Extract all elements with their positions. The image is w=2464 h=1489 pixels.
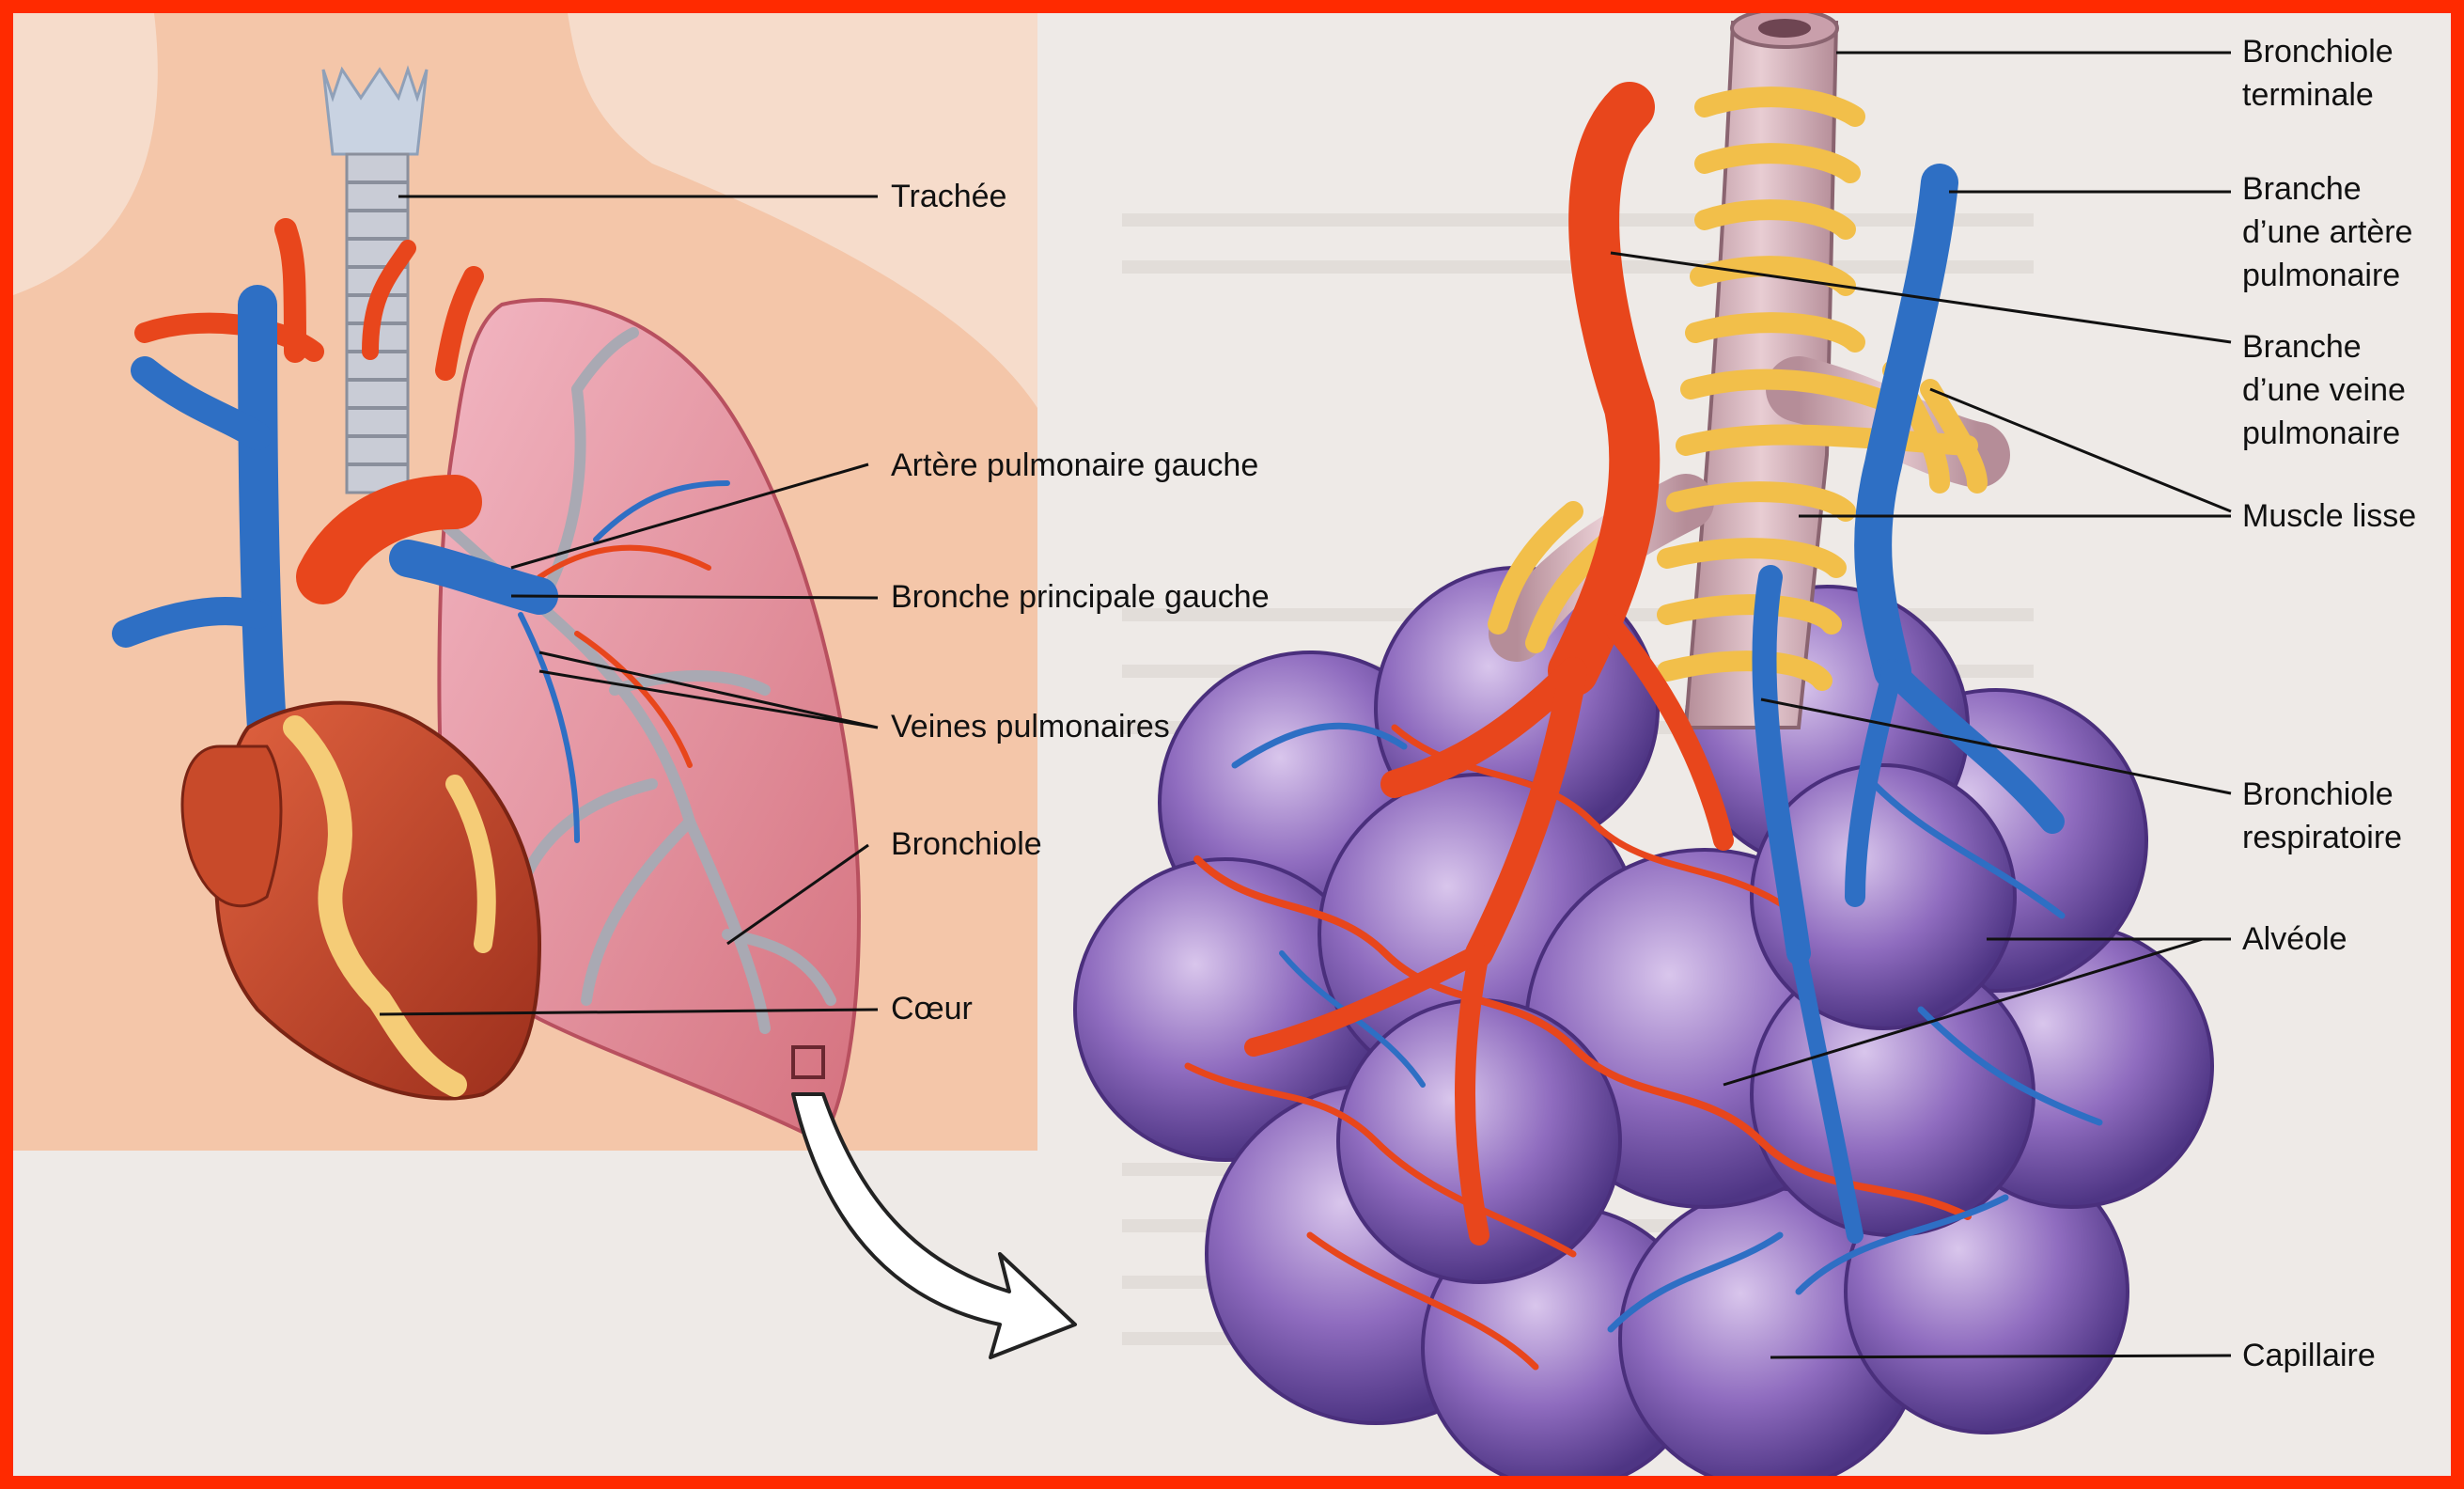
label-trachee: Trachée [891, 175, 1006, 218]
label-branche-artere: Branche d’une artère pulmonaire [2242, 167, 2412, 297]
figure-canvas: Trachée Artère pulmonaire gauche Bronche… [13, 13, 2451, 1476]
left-torso-panel [13, 13, 1037, 1151]
label-bronche-principale-gauche: Bronche principale gauche [891, 575, 1270, 619]
label-bronchiole-terminale: Bronchiole terminale [2242, 30, 2394, 117]
label-veines-pulmonaires: Veines pulmonaires [891, 705, 1170, 748]
label-coeur: Cœur [891, 987, 973, 1030]
label-alveole: Alvéole [2242, 917, 2347, 961]
label-bronchiole: Bronchiole [891, 823, 1042, 866]
label-capillaire: Capillaire [2242, 1334, 2376, 1377]
alveolar-sac-illustration [1075, 13, 2212, 1476]
label-muscle-lisse: Muscle lisse [2242, 494, 2416, 538]
leader-bronche-principale-gauche [511, 596, 878, 598]
leader-capillaire [1770, 1356, 2231, 1357]
label-bronchiole-respiratoire: Bronchiole respiratoire [2242, 773, 2402, 859]
label-artere-pulmonaire-gauche: Artère pulmonaire gauche [891, 444, 1258, 487]
anatomy-illustration [13, 13, 2451, 1476]
label-branche-veine: Branche d’une veine pulmonaire [2242, 325, 2406, 455]
alveoli-cluster [1075, 568, 2212, 1476]
